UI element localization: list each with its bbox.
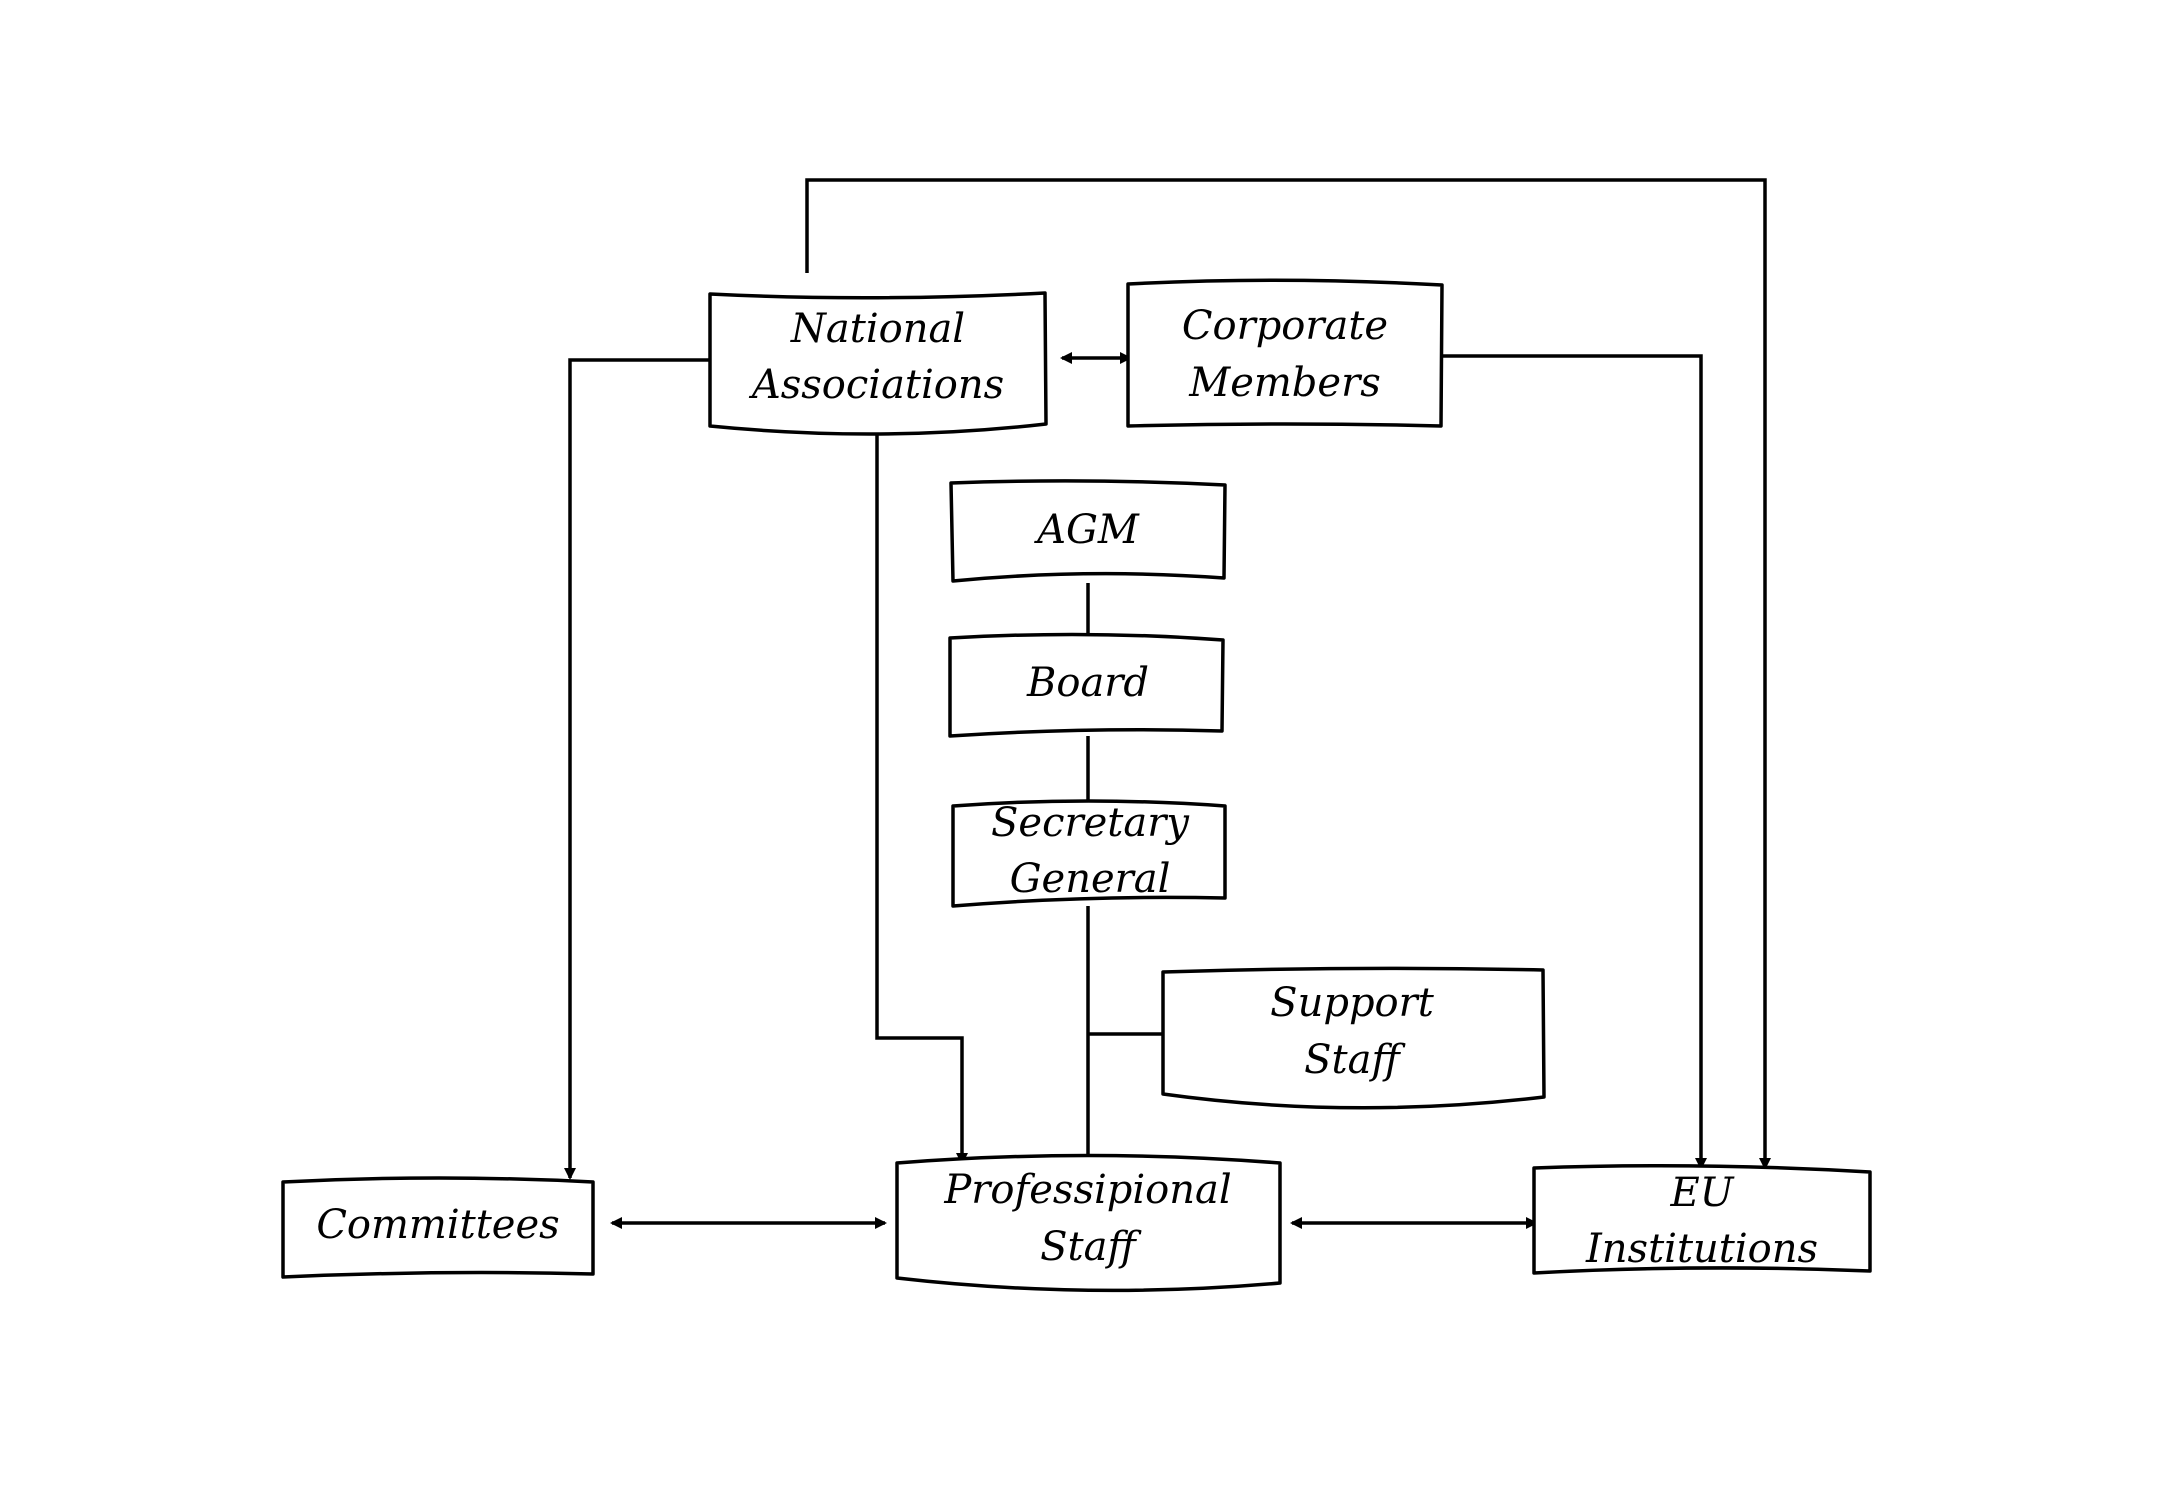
node-professional-staff-line2: Staff [1040, 1224, 1142, 1270]
edge-corporate-members-eu-institutions [1442, 354, 1707, 1170]
edge-national-associations-committees [564, 358, 710, 1180]
nodes: National Associations Corporate Members … [281, 278, 1872, 1293]
node-secretary-general: Secretary General [951, 799, 1227, 908]
node-professional-staff-line1: Professipional [943, 1167, 1231, 1213]
node-board: Board [948, 632, 1225, 738]
node-national-associations: National Associations [708, 291, 1048, 436]
connectors [564, 178, 1771, 1229]
node-corporate-members-line1: Corporate [1182, 303, 1388, 349]
node-eu-institutions-line1: EU [1670, 1170, 1735, 1216]
node-corporate-members-line2: Members [1188, 360, 1380, 406]
node-committees-line1: Committees [316, 1202, 559, 1248]
node-committees: Committees [281, 1176, 595, 1279]
node-secretary-general-line2: General [1010, 856, 1171, 902]
node-eu-institutions: EU Institutions [1532, 1164, 1872, 1275]
node-national-associations-line1: National [790, 306, 965, 352]
node-support-staff-line1: Support [1270, 980, 1435, 1026]
node-eu-institutions-line2: Institutions [1585, 1226, 1818, 1272]
node-professional-staff: Professipional Staff [895, 1153, 1282, 1293]
node-agm-line1: AGM [1033, 507, 1140, 553]
node-secretary-general-line1: Secretary [991, 800, 1190, 846]
edge-national-associations-professional-staff [875, 432, 968, 1165]
node-corporate-members: Corporate Members [1126, 278, 1444, 428]
node-national-associations-line2: Associations [748, 362, 1004, 408]
node-support-staff-line2: Staff [1304, 1037, 1406, 1083]
node-support-staff: Support Staff [1161, 966, 1546, 1110]
node-board-line1: Board [1026, 660, 1149, 706]
edge-national-associations-eu-institutions [805, 178, 1771, 1170]
node-agm: AGM [949, 479, 1227, 583]
